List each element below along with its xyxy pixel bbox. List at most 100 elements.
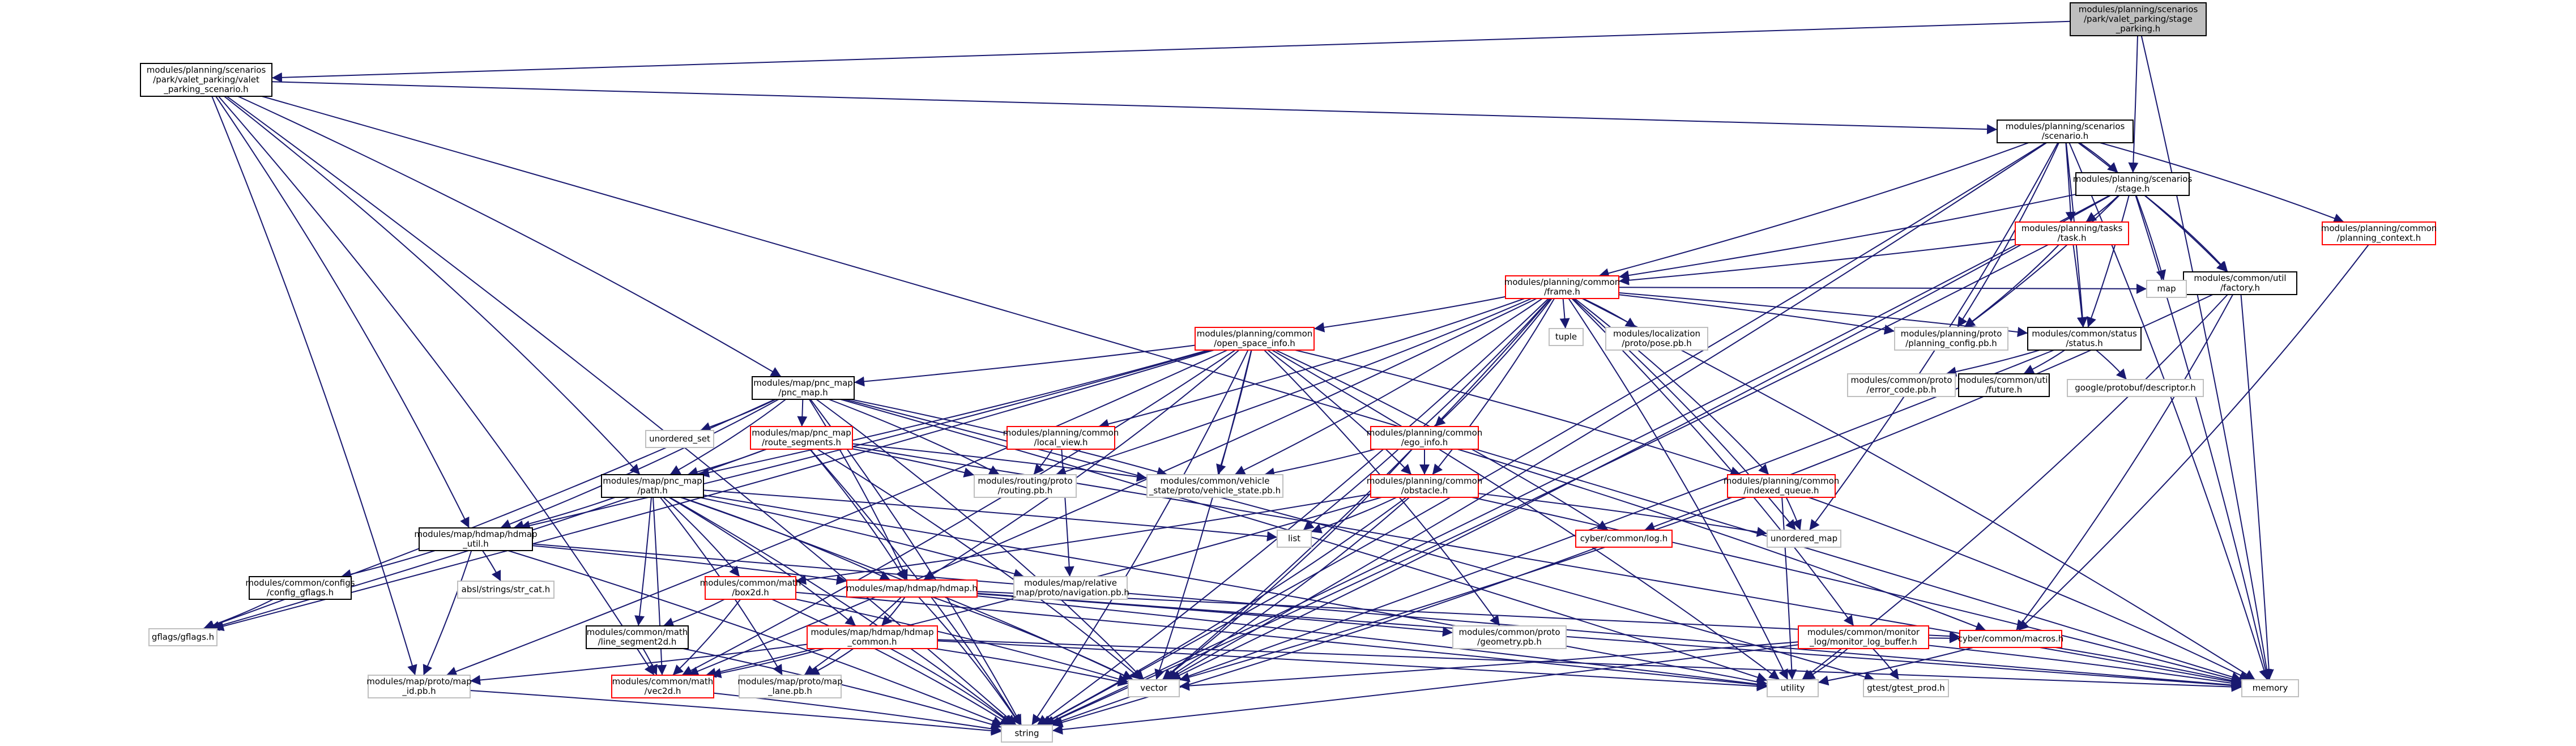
node-valet[interactable]: modules/planning/scenarios/park/valet_pa… (140, 63, 272, 97)
edge-path-to-navpb (698, 497, 1025, 579)
node-macros[interactable]: cyber/common/macros.h (1958, 630, 2064, 648)
edge-osi-to-vector (1154, 349, 1252, 680)
node-box (1997, 120, 2134, 143)
edge-valet-to-pncmap (237, 96, 782, 377)
node-label-line: modules/planning/scenarios (2006, 121, 2125, 131)
node-iqueue[interactable]: modules/planning/common/indexed_queue.h (1724, 474, 1840, 498)
node-label-line: modules/map/pnc_map (752, 428, 851, 438)
node-label-line: /route_segments.h (762, 437, 841, 448)
node-label-line: _lane.pb.h (767, 686, 812, 697)
node-label-line: modules/common/monitor (1807, 627, 1920, 637)
node-map: map (2146, 280, 2187, 298)
node-label-line: modules/planning/scenarios (2073, 174, 2193, 184)
node-box (1767, 530, 1841, 548)
edge-egoinfo-to-vstate (1264, 449, 1376, 478)
node-vec2d[interactable]: modules/common/math/vec2d.h (611, 675, 714, 698)
node-tuple: tuple (1549, 328, 1584, 346)
node-pctx[interactable]: modules/planning/common/planning_context… (2321, 221, 2437, 245)
node-label-line: /open_space_info.h (1214, 338, 1295, 349)
edge-configs-to-gflags (203, 599, 274, 630)
node-lineseg[interactable]: modules/common/math/line_segment2d.h (586, 625, 689, 649)
edge-hmutil-to-mapid (423, 550, 472, 676)
edge-log-to-string (1052, 547, 1598, 727)
edge-box2d-to-vec2d (672, 599, 741, 676)
node-hdcommon[interactable]: modules/map/hdmap/hdmap_common.h (807, 625, 938, 649)
edge-hdmap-to-vector (932, 596, 1134, 680)
node-label-line: modules/map/pnc_map (603, 476, 702, 487)
node-pncmap[interactable]: modules/map/pnc_map/pnc_map.h (752, 376, 855, 400)
edge-task-to-frame (1618, 238, 2016, 285)
edge-status-to-string (1049, 349, 2054, 727)
node-egoinfo[interactable]: modules/planning/common/ego_info.h (1367, 426, 1483, 450)
node-errcode: modules/common/proto/error_code.pb.h (1847, 373, 1956, 397)
node-obstacle[interactable]: modules/planning/common/obstacle.h (1367, 474, 1483, 498)
node-frame[interactable]: modules/planning/common/frame.h (1504, 275, 1620, 299)
edge-scenario-to-memory (2069, 142, 2269, 680)
node-factory[interactable]: modules/common/util/factory.h (2183, 271, 2297, 295)
node-future[interactable]: modules/common/util/future.h (1957, 373, 2050, 397)
edge-obstacle-to-umap (1478, 493, 1768, 537)
edge-mapid-to-string (470, 689, 1002, 736)
edge-osi-to-string (1031, 349, 1249, 726)
edge-scenario-to-frame (1598, 142, 2029, 279)
edge-macros-to-memory (2055, 647, 2242, 686)
node-label-line: modules/planning/common (1197, 329, 1313, 339)
edge-pncmap-to-utility (840, 399, 1768, 683)
node-log[interactable]: cyber/common/log.h (1575, 530, 1673, 548)
edge-lineseg-to-string (683, 648, 1002, 730)
node-osi[interactable]: modules/planning/common/open_space_info.… (1195, 327, 1315, 351)
node-status[interactable]: modules/common/status/status.h (2027, 327, 2142, 351)
edge-frame-to-tuple (1559, 298, 1570, 329)
node-list: list (1277, 530, 1312, 548)
node-label-line: /proto/pose.pb.h (1622, 338, 1692, 348)
node-box (1006, 426, 1115, 450)
edge-obstacle-to-string (1040, 497, 1407, 726)
node-task[interactable]: modules/planning/tasks/task.h (2015, 221, 2129, 245)
node-hmutil[interactable]: modules/map/hdmap/hdmap_util.h (414, 527, 538, 551)
node-label-line: list (1288, 534, 1300, 544)
edge-scenario-to-vector (1167, 142, 2047, 680)
node-label-line: /config_gflags.h (267, 587, 334, 598)
edge-routeseg-to-vstate (852, 443, 1148, 482)
node-geompb: modules/common/proto/geometry.pb.h (1452, 625, 1567, 649)
node-hdmap[interactable]: modules/map/hdmap/hdmap.h (846, 579, 978, 598)
node-monitor[interactable]: modules/common/monitor_log/monitor_log_b… (1798, 625, 1929, 649)
node-path[interactable]: modules/map/pnc_map/path.h (601, 474, 704, 498)
edge-hmutil-to-string (507, 550, 1003, 726)
graph-nodes: modules/planning/scenarios/park/valet_pa… (140, 2, 2437, 743)
node-box (249, 576, 352, 600)
node-label-line: modules/map/hdmap/hdmap (414, 529, 537, 539)
edge-scenario-to-task (2065, 142, 2076, 223)
node-box (974, 474, 1077, 498)
node-label-line: modules/planning/scenarios (147, 65, 266, 75)
node-label-line: /indexed_queue.h (1743, 485, 1819, 496)
edge-frame-to-vstate (1234, 298, 1543, 475)
node-box (1146, 474, 1283, 498)
node-label-line: /vec2d.h (645, 686, 681, 696)
edge-localview-to-routingpb (1033, 449, 1054, 475)
node-box2d[interactable]: modules/common/math/box2d.h (700, 576, 801, 600)
node-configs[interactable]: modules/common/configs/config_gflags.h (245, 576, 355, 600)
edge-box2d-to-string (771, 599, 1012, 726)
node-routeseg[interactable]: modules/map/pnc_map/route_segments.h (750, 426, 853, 450)
node-box (1013, 576, 1128, 600)
node-vstate: modules/common/vehicle_state/proto/vehic… (1146, 474, 1283, 498)
edge-pncmap-to-routingpb (828, 399, 1000, 475)
node-strcat: absl/strings/str_cat.h (457, 581, 555, 599)
node-scenario[interactable]: modules/planning/scenarios/scenario.h (1997, 120, 2134, 143)
node-label-line: /status.h (2066, 338, 2102, 348)
edge-osi-to-vec2d (681, 349, 1236, 676)
node-label-line: _map/proto/navigation.pb.h (1011, 587, 1129, 598)
node-label-line: /planning_context.h (2337, 233, 2421, 244)
edge-routeseg-to-vector (817, 449, 1142, 680)
edge-iqueue-to-vector (1179, 497, 1747, 683)
node-gflags: gflags/gflags.h (148, 628, 217, 646)
node-label-line: _common.h (847, 637, 897, 647)
node-box (807, 625, 938, 649)
node-localview[interactable]: modules/planning/common/local_view.h (1003, 426, 1119, 450)
edge-task-to-status (2072, 244, 2087, 328)
node-stage[interactable]: modules/planning/scenarios/stage.h (2073, 172, 2193, 196)
node-navpb: modules/map/relative_map/proto/navigatio… (1011, 576, 1129, 600)
edge-status-to-errcode (1946, 349, 2040, 377)
